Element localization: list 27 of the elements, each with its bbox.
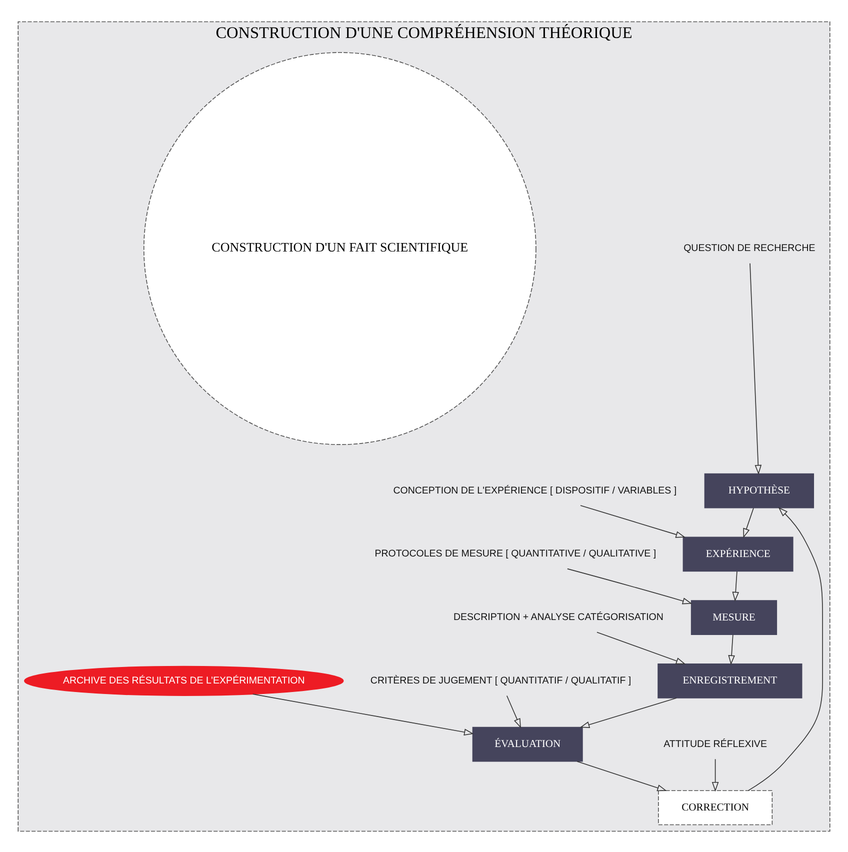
- arrow: [576, 760, 667, 791]
- node-box: ENREGISTREMENT: [658, 662, 802, 698]
- arrow: [712, 758, 719, 792]
- node-box: CORRECTION: [658, 790, 773, 825]
- arrow: [580, 697, 677, 728]
- arrow: [252, 693, 474, 735]
- node-text: ATTITUDE RÉFLEXIVE: [664, 738, 767, 750]
- node-text: PROTOCOLES DE MESURE [ QUANTITATIVE / QUALITATIVE ]: [374, 548, 656, 560]
- node-text: DESCRIPTION + ANALYSE CATÉGORISATION: [454, 612, 664, 623]
- node-box: EXPÉRIENCE: [682, 536, 794, 572]
- node-text: CRITÈRES DE JUGEMENT [ QUANTITATIF / QUALITATIF ]: [370, 674, 632, 686]
- arrow: [506, 694, 521, 728]
- node-text: QUESTION DE RECHERCHE: [684, 242, 816, 254]
- arrow: [580, 504, 686, 538]
- arrow: [728, 634, 735, 664]
- arrow: [750, 262, 762, 474]
- node-box: MESURE: [690, 600, 778, 635]
- arrow: [732, 570, 740, 602]
- node-circle: CONSTRUCTION D'UN FAIT SCIENTIFIQUE: [143, 52, 536, 444]
- arrow: [743, 507, 754, 538]
- node-text: CONCEPTION DE L'EXPÉRIENCE [ DISPOSITIF / VARIABLES ]: [393, 484, 677, 496]
- node-box: HYPOTHÈSE: [704, 472, 814, 508]
- node-box: ÉVALUATION: [472, 726, 583, 762]
- node-ellipse: ARCHIVE DES RÉSULTATS DE L’EXPÉRIMENTATION: [24, 665, 344, 696]
- arrow: [748, 506, 823, 790]
- arrow: [596, 631, 686, 664]
- arrow: [567, 568, 692, 604]
